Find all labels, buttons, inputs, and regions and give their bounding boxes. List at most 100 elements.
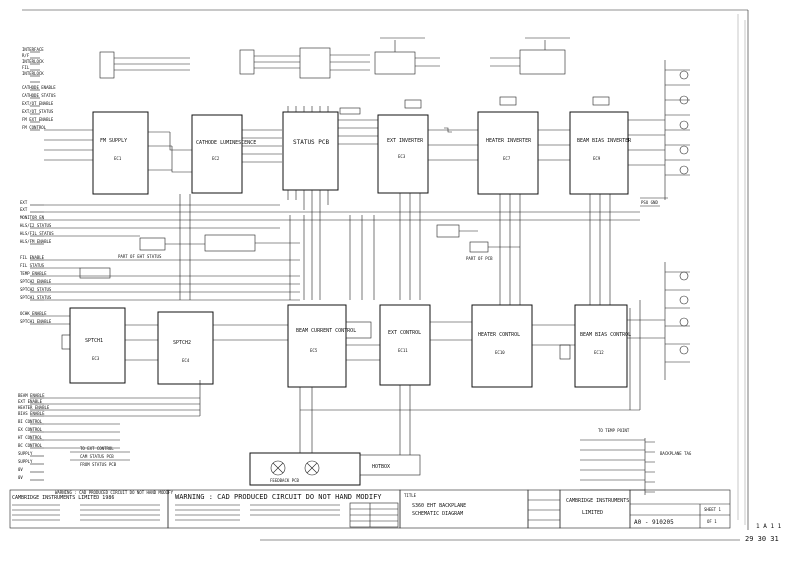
- svg-text:BEAM ENABLE: BEAM ENABLE: [18, 393, 45, 398]
- beam-current-name: BEAM CURRENT CONTROL: [296, 328, 356, 334]
- right-connector-strip-bottom: [664, 262, 690, 380]
- svg-text:BC CONTROL: BC CONTROL: [18, 443, 43, 448]
- temp-point-connector: TO TEMP POINT BACKPLANE TAG: [580, 428, 692, 495]
- fm-supply-name: FM SUPPLY: [100, 138, 127, 144]
- drawing-number: A0 - 910205: [634, 519, 674, 526]
- svg-text:HEATER ENABLE: HEATER ENABLE: [18, 405, 50, 410]
- title-line-2: SCHEMATIC DIAGRAM: [412, 511, 463, 517]
- svg-text:TEMP ENABLE: TEMP ENABLE: [20, 271, 47, 276]
- svg-text:INTERLOCK: INTERLOCK: [22, 71, 44, 76]
- svg-text:0V: 0V: [18, 467, 23, 472]
- title-label: TITLE: [404, 493, 417, 498]
- svg-text:INTERLOCK: INTERLOCK: [22, 59, 44, 64]
- psu-gnd-label: PSU GND: [641, 200, 658, 205]
- svg-text:SPTCH2 ENABLE: SPTCH2 ENABLE: [20, 279, 52, 284]
- svg-text:FIL: FIL: [22, 65, 30, 70]
- part-of-label-a: PART OF EHT STATUS: [118, 254, 162, 259]
- part-of-label-b: PART OF PCB: [466, 256, 493, 261]
- svg-text:SPTCH1 STATUS: SPTCH1 STATUS: [20, 295, 52, 300]
- beam-bias-inverter-ref: EC9: [593, 156, 601, 161]
- sptch1-name: SPTCH1: [85, 338, 103, 344]
- beam-bias-control-block: BEAM BIAS CONTROL EC12: [574, 304, 665, 388]
- svg-text:CAM STATUS PCB: CAM STATUS PCB: [80, 454, 114, 459]
- svg-text:FROM STATUS PCB: FROM STATUS PCB: [80, 462, 117, 467]
- ext-inverter-block: EXT INVERTER EC3: [377, 99, 478, 194]
- sptch2-ref: EC4: [182, 358, 190, 363]
- wiring-harness: [44, 193, 641, 449]
- svg-text:SUPPLY: SUPPLY: [18, 459, 33, 464]
- beam-bias-control-ref: EC12: [594, 350, 604, 355]
- svg-text:HLS/FM ENABLE: HLS/FM ENABLE: [20, 239, 52, 244]
- ext-inverter-name: EXT INVERTER: [387, 138, 424, 144]
- ext-control-block: EXT CONTROL EC11: [379, 304, 472, 386]
- sptch1-block: SPTCH1 EC3: [61, 307, 158, 384]
- warning-left-text: WARNING : CAD PRODUCED CIRCUIT DO NOT HA…: [55, 490, 174, 495]
- ext-control-name: EXT CONTROL: [388, 330, 421, 336]
- sptch2-block: SPTCH2 EC4: [157, 311, 288, 385]
- title-block: CAMBRIDGE INSTRUMENTS LIMITED 1986 WARNI…: [9, 489, 782, 543]
- heater-control-ref: EC10: [495, 350, 505, 355]
- svg-text:BI CONTROL: BI CONTROL: [18, 419, 43, 424]
- beam-current-control-block: BEAM CURRENT CONTROL EC5: [287, 304, 380, 388]
- fm-supply-block: FM SUPPLY EC1: [44, 111, 172, 195]
- beam-current-ref: EC5: [310, 348, 318, 353]
- svg-text:FM CONTROL: FM CONTROL: [22, 125, 47, 130]
- cathode-lum-name: CATHODE LUMINESCENCE: [196, 140, 256, 146]
- to-temp-point-label: TO TEMP POINT: [598, 428, 630, 433]
- beam-bias-inverter-block: BEAM BIAS INVERTER EC9: [569, 96, 665, 195]
- svg-text:HT CONTROL: HT CONTROL: [18, 435, 43, 440]
- svg-text:EX CONTROL: EX CONTROL: [18, 427, 43, 432]
- status-pcb-name: STATUS PCB: [293, 139, 330, 146]
- heater-control-name: HEATER CONTROL: [478, 332, 520, 338]
- svg-text:CATHODE ENABLE: CATHODE ENABLE: [22, 85, 56, 90]
- svg-text:FIL ENABLE: FIL ENABLE: [20, 255, 45, 260]
- backplane-tag-label: BACKPLANE TAG: [660, 451, 692, 456]
- svg-text:FIL STATUS: FIL STATUS: [20, 263, 45, 268]
- title-line-1: S360 EHT BACKPLANE: [412, 503, 466, 509]
- copyright-text: CAMBRIDGE INSTRUMENTS LIMITED 1986: [12, 495, 114, 501]
- middle-relays: [79, 224, 520, 279]
- heater-inverter-ref: EC7: [503, 156, 511, 161]
- right-connector-strip-top: [640, 60, 690, 207]
- company-name-2: LIMITED: [582, 510, 603, 516]
- svg-text:SUPPLY: SUPPLY: [18, 451, 33, 456]
- sheet-number: SHEET 1: [704, 507, 721, 512]
- beam-bias-control-name: BEAM BIAS CONTROL: [580, 332, 631, 338]
- svg-text:HLS/I2 STATUS: HLS/I2 STATUS: [20, 223, 52, 228]
- company-name-1: CAMBRIDGE INSTRUMENTS: [566, 498, 629, 504]
- cathode-luminescence-block: CATHODE LUMINESCENCE EC2: [169, 114, 282, 194]
- svg-text:HLS/FIL STATUS: HLS/FIL STATUS: [20, 231, 54, 236]
- svg-text:CATHODE STATUS: CATHODE STATUS: [22, 93, 56, 98]
- sheet-border: [22, 9, 749, 541]
- svg-text:TO EXT CONTROL: TO EXT CONTROL: [80, 446, 114, 451]
- heater-control-block: HEATER CONTROL EC10: [471, 304, 575, 388]
- svg-text:EXT/OT ENABLE: EXT/OT ENABLE: [22, 101, 54, 106]
- svg-text:EXT: EXT: [20, 200, 28, 205]
- svg-text:EXT ENABLE: EXT ENABLE: [18, 399, 43, 404]
- svg-text:FM EXT ENABLE: FM EXT ENABLE: [22, 117, 54, 122]
- heater-inverter-name: HEATER INVERTER: [486, 138, 532, 144]
- warning-main-text: WARNING : CAD PRODUCED CIRCUIT DO NOT HA…: [175, 493, 382, 501]
- svg-text:SPTCH2 STATUS: SPTCH2 STATUS: [20, 287, 52, 292]
- sptch1-ref: EC3: [92, 356, 100, 361]
- revision-stamp-top: 1 A 1 1: [756, 523, 782, 530]
- svg-text:EXT/OT STATUS: EXT/OT STATUS: [22, 109, 54, 114]
- svg-text:INTERFACE: INTERFACE: [22, 47, 44, 52]
- revision-stamp: 29 30 31: [745, 535, 779, 543]
- svg-text:R/F: R/F: [22, 53, 30, 58]
- fm-supply-ref: EC1: [114, 156, 122, 161]
- svg-text:0V: 0V: [18, 475, 23, 480]
- svg-text:OCHK ENABLE: OCHK ENABLE: [20, 311, 47, 316]
- cathode-lum-ref: EC2: [212, 156, 220, 161]
- heater-inverter-block: HEATER INVERTER EC7: [477, 96, 570, 195]
- ext-inverter-ref: EC3: [398, 154, 406, 159]
- beam-bias-inverter-name: BEAM BIAS INVERTER: [577, 138, 632, 144]
- svg-text:MONITOR EN: MONITOR EN: [20, 215, 45, 220]
- sheet-of: OF 1: [707, 519, 717, 524]
- sptch2-name: SPTCH2: [173, 340, 191, 346]
- svg-text:BIAS ENABLE: BIAS ENABLE: [18, 411, 45, 416]
